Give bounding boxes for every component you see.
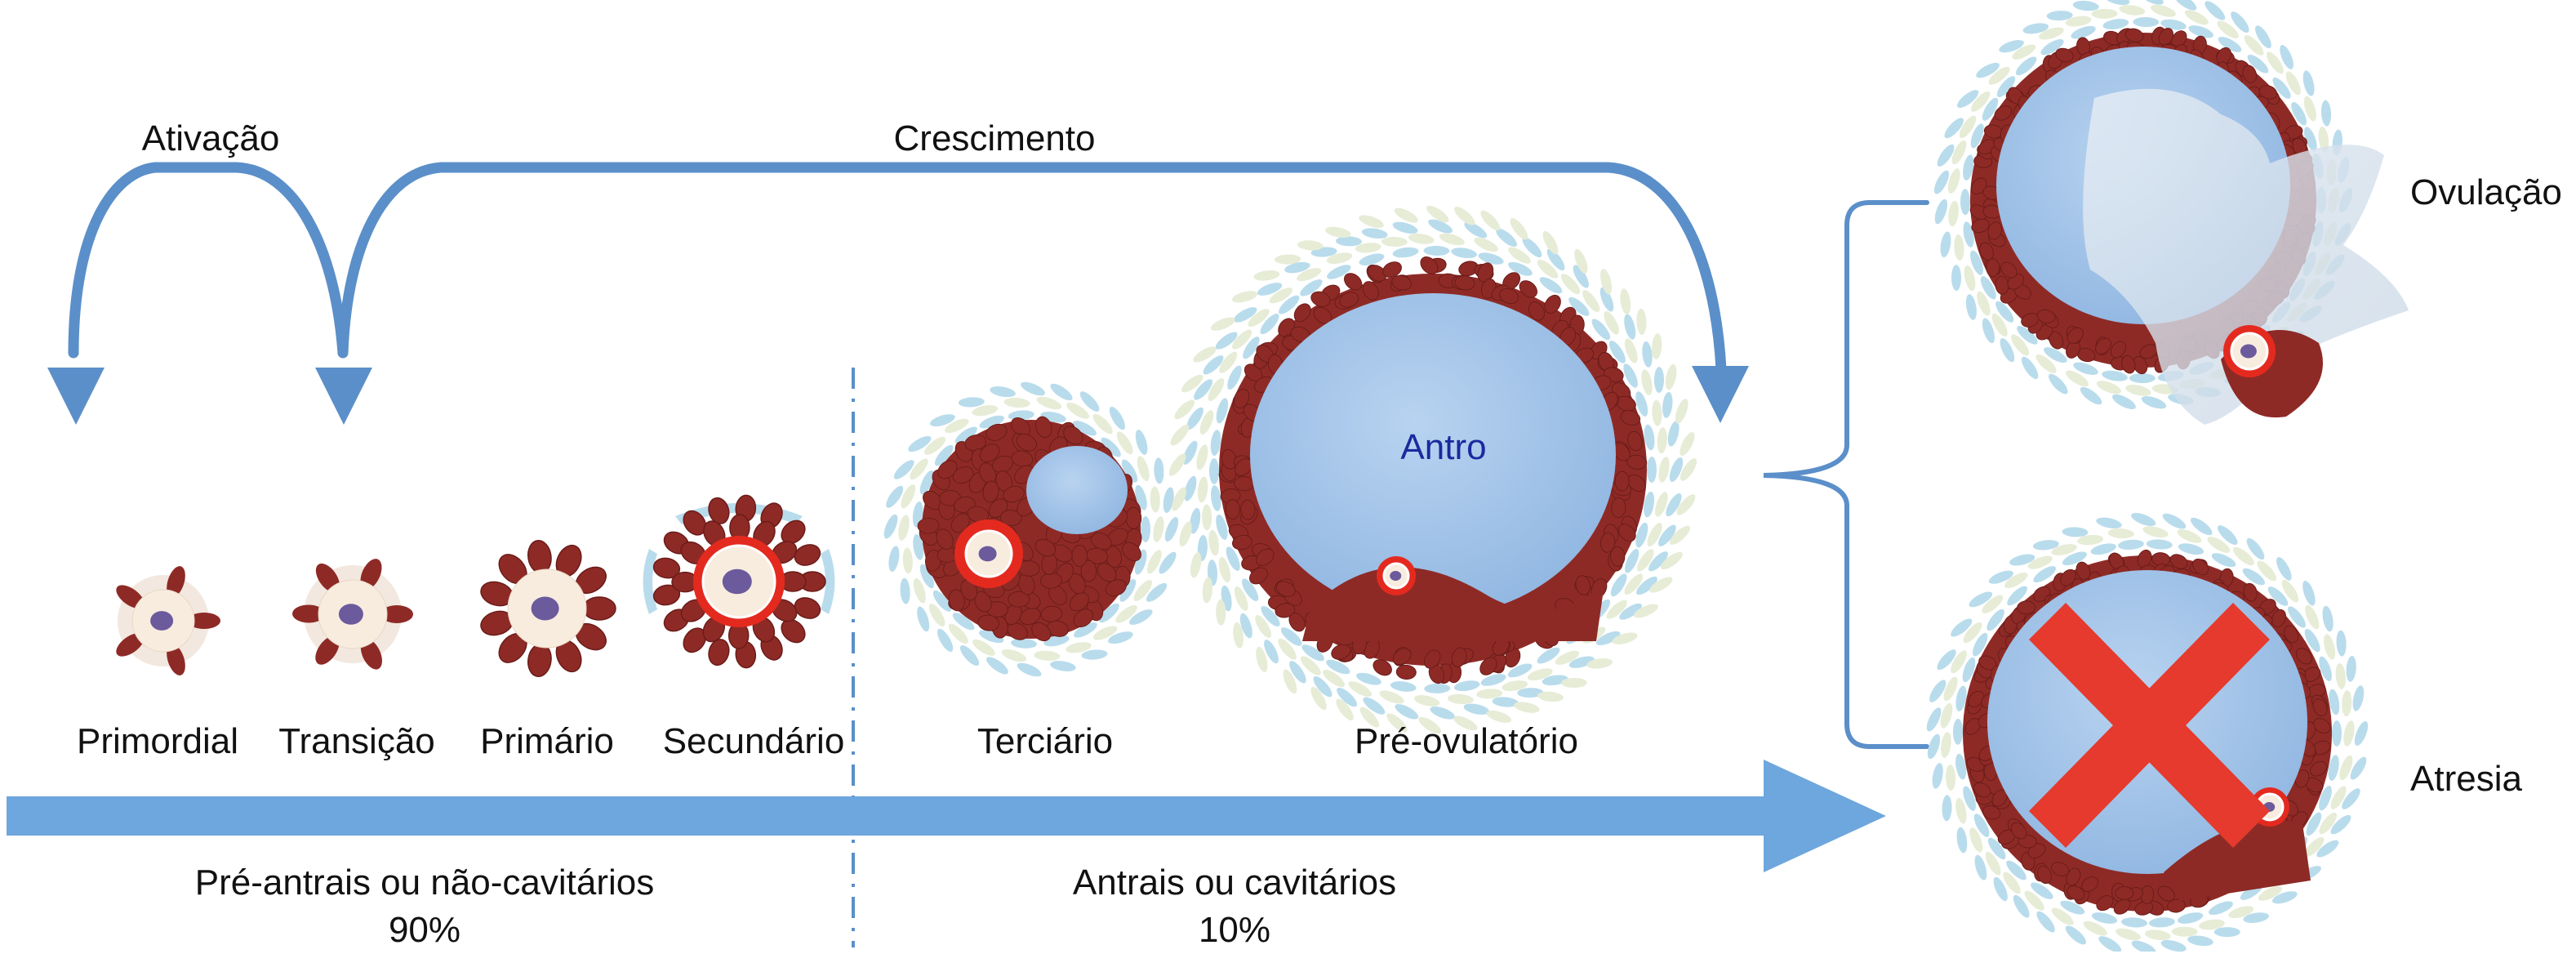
tertiary-follicle — [883, 381, 1179, 677]
preantral-group-caption: Pré-antrais ou não-cavitários 90% — [195, 859, 654, 954]
outcome-label-atresia: Atresia — [2410, 759, 2522, 799]
activation-label: Ativação — [141, 118, 280, 158]
primordial-follicle — [116, 566, 220, 675]
development-progress-arrow — [7, 760, 1886, 872]
preantral-group-percent: 90% — [388, 910, 461, 951]
antral-group-caption: Antrais ou cavitários 10% — [1073, 859, 1396, 954]
outcome-bracket — [1763, 200, 1929, 749]
antrum-label: Antro — [1400, 427, 1487, 467]
outcome-label-ovulation: Ovulação — [2410, 172, 2562, 212]
stage-label-tertiary: Terciário — [977, 721, 1114, 761]
growth-label: Crescimento — [893, 118, 1096, 158]
atresia-cross-icon — [2029, 603, 2270, 848]
activation-arrowhead-left — [47, 368, 105, 425]
stage-label-primordial: Primordial — [76, 721, 239, 761]
transition-follicle — [292, 559, 413, 670]
ovulation-follicle — [1933, 0, 2409, 425]
activation-arrow — [68, 162, 349, 359]
secondary-follicle — [643, 494, 835, 669]
growth-arrow — [337, 162, 1727, 375]
stage-label-primary: Primário — [480, 721, 614, 761]
activation-arrowhead-right — [315, 368, 372, 425]
antral-group-percent: 10% — [1198, 910, 1271, 951]
stage-label-preovulatory: Pré-ovulatório — [1355, 721, 1578, 761]
primary-follicle — [480, 540, 616, 677]
stage-label-secondary: Secundário — [662, 721, 845, 761]
preovulatory-follicle — [1168, 205, 1697, 734]
growth-arrowhead — [1692, 366, 1749, 423]
stage-label-transition: Transição — [278, 721, 435, 761]
preantral-group-label: Pré-antrais ou não-cavitários — [194, 863, 655, 903]
antral-group-label: Antrais ou cavitários — [1072, 863, 1397, 903]
atretic-follicle — [1926, 513, 2369, 952]
